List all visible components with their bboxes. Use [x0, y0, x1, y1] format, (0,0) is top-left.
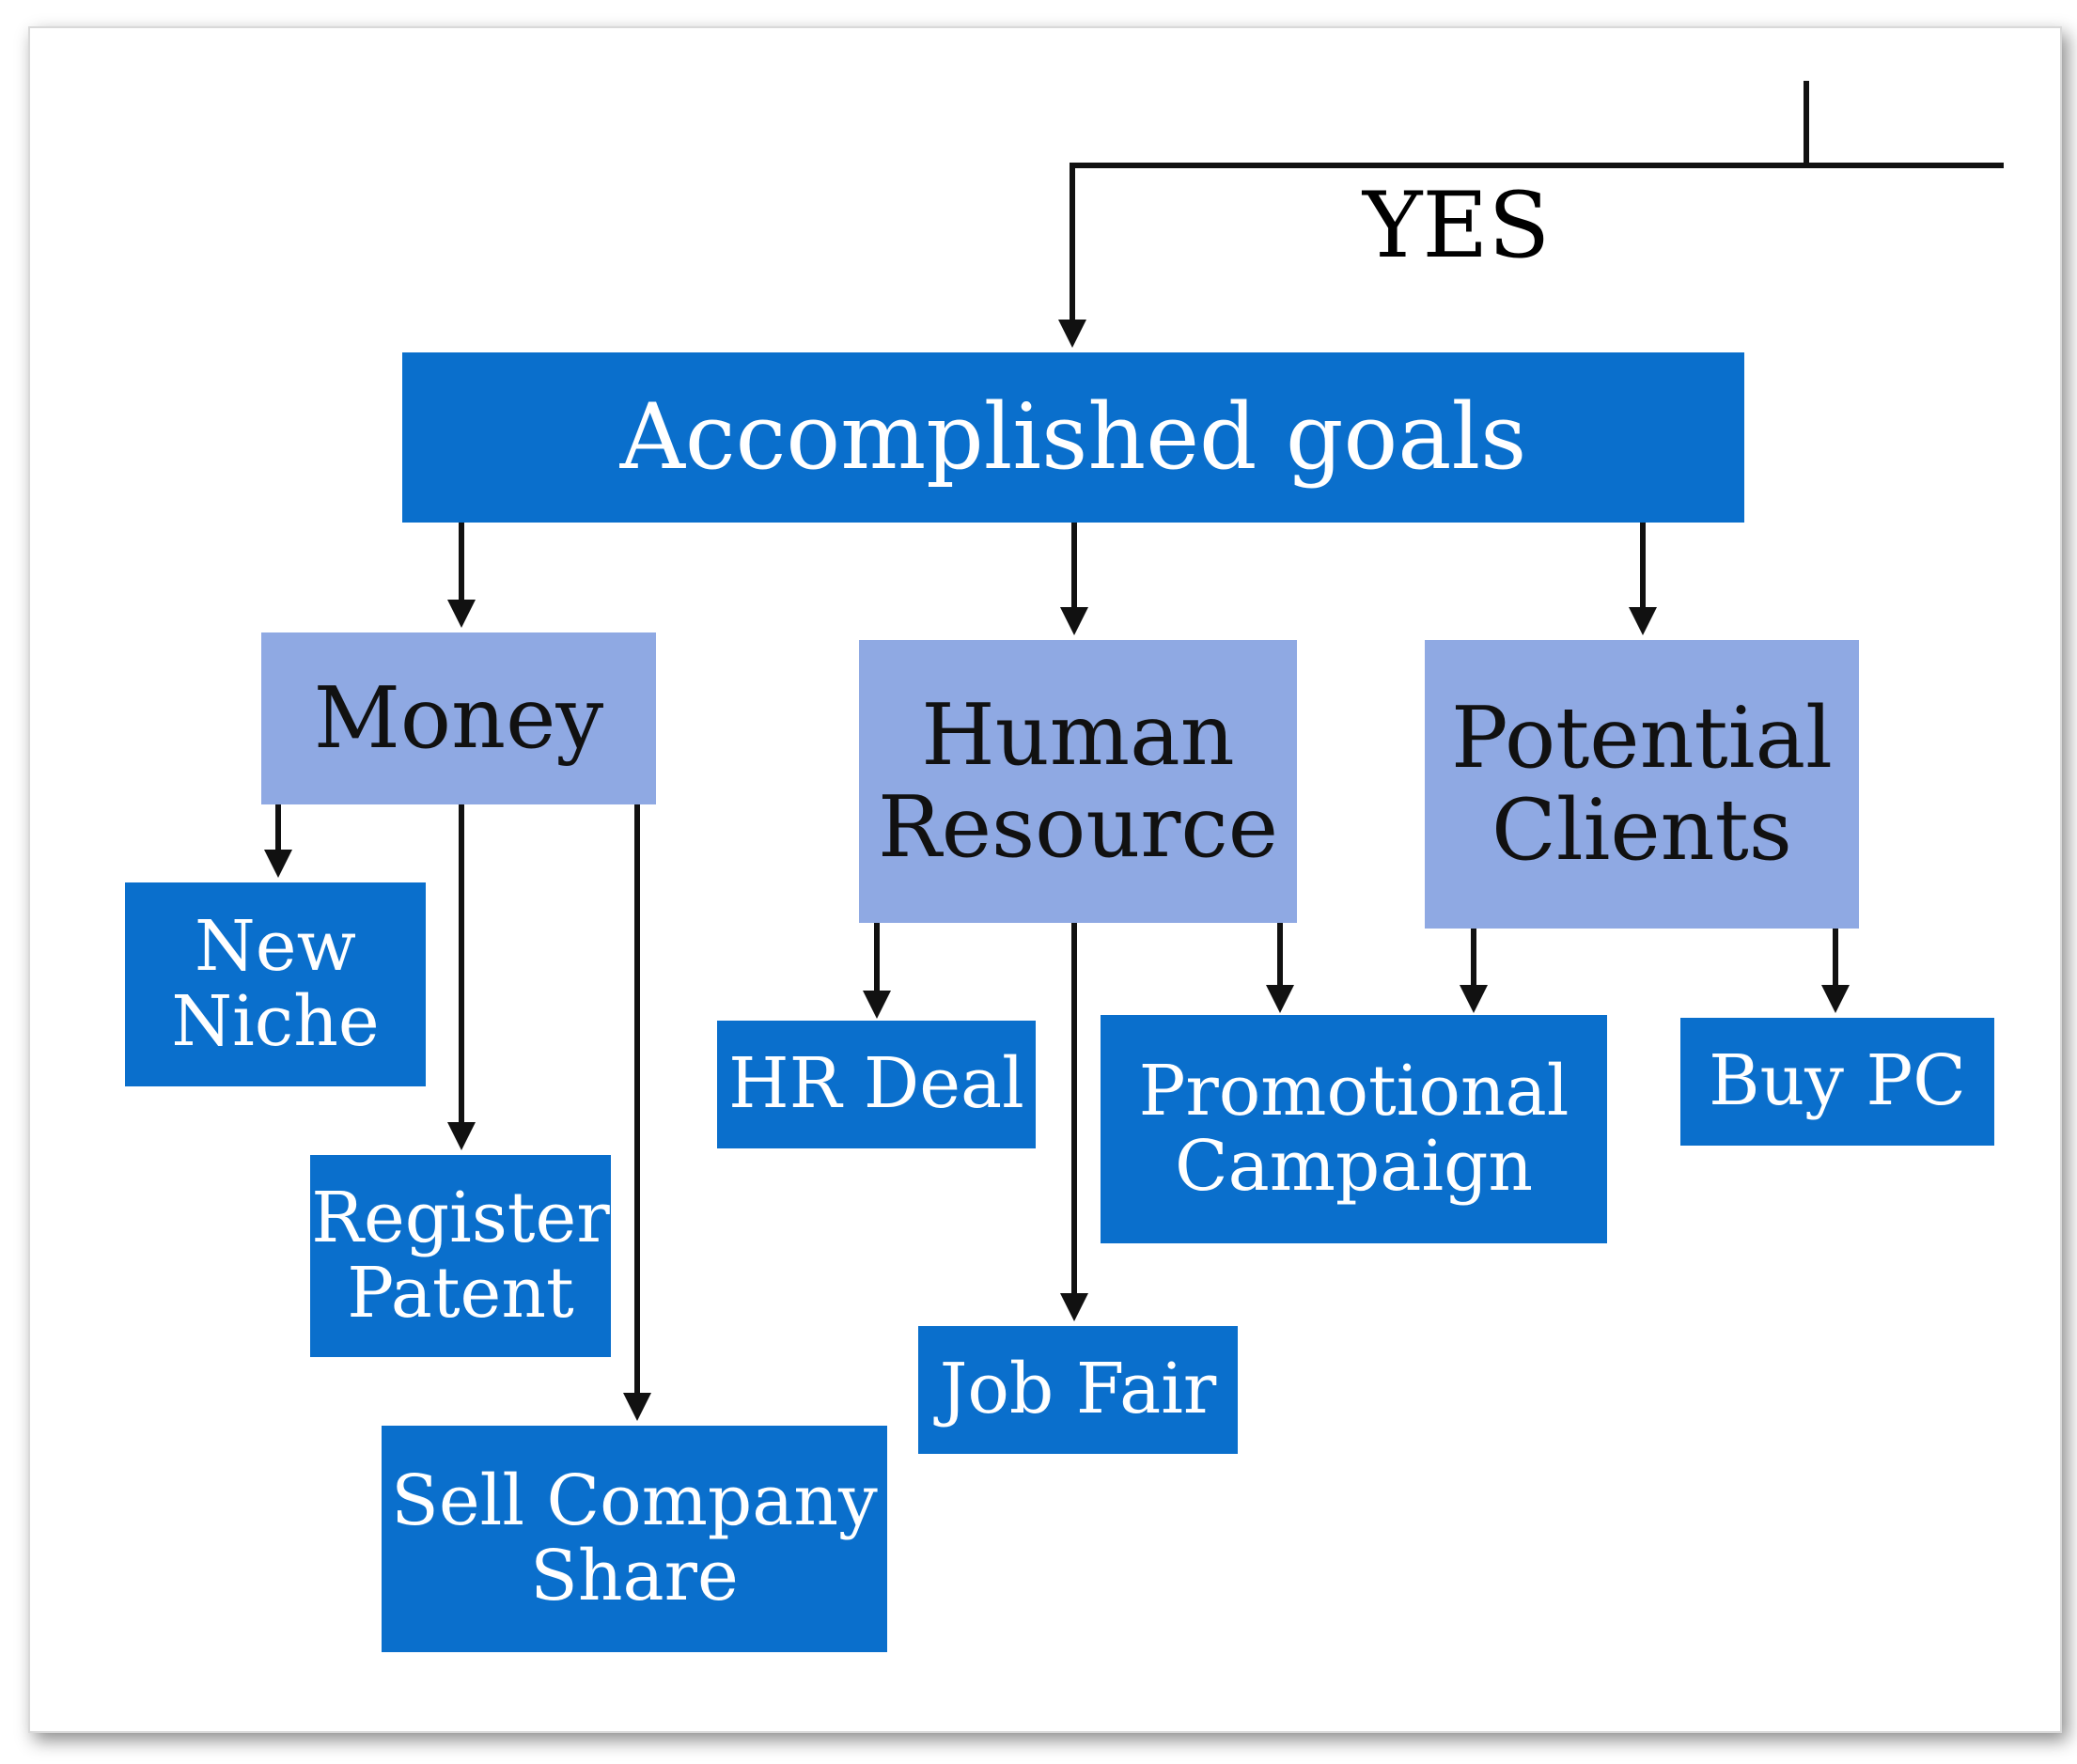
root-node-accomplished-goals: Accomplished goals	[402, 352, 1744, 523]
yes-label: YES	[1363, 173, 1551, 278]
hr-to-job-fair-arrowhead	[1060, 1293, 1088, 1321]
action-node-label: Job Fair	[939, 1349, 1217, 1430]
action-node-label: Promotional Campaign	[1138, 1050, 1569, 1207]
category-node-label: Money	[313, 668, 604, 768]
yes-arrowhead	[1058, 320, 1086, 348]
category-node-human-resource: Human Resource	[859, 640, 1297, 923]
money-to-new-niche-arrowhead	[264, 850, 292, 878]
action-node-sell-company-share: Sell Company Share	[382, 1426, 887, 1652]
root-to-money-arrowhead	[447, 600, 476, 628]
action-node-label: Sell Company Share	[391, 1460, 878, 1616]
root-node-label: Accomplished goals	[619, 383, 1527, 490]
category-node-money: Money	[261, 632, 656, 804]
category-node-label: Potential Clients	[1451, 689, 1833, 880]
action-node-buy-pc: Buy PC	[1680, 1018, 1994, 1146]
root-to-hr-arrowhead	[1060, 607, 1088, 635]
category-node-label: Human Resource	[877, 686, 1279, 877]
action-node-label: Register Patent	[311, 1177, 610, 1334]
action-node-new-niche: New Niche	[125, 882, 426, 1086]
money-to-sell-share-arrowhead	[623, 1393, 651, 1421]
action-node-job-fair: Job Fair	[918, 1326, 1238, 1454]
action-node-label: HR Deal	[728, 1043, 1024, 1125]
clients-to-buy-pc-arrowhead	[1821, 985, 1850, 1013]
money-to-register-patent-arrowhead	[447, 1122, 476, 1150]
action-node-label: New Niche	[171, 905, 380, 1062]
category-node-potential-clients: Potential Clients	[1425, 640, 1859, 929]
hr-to-hr-deal-arrowhead	[863, 991, 891, 1019]
action-node-register-patent: Register Patent	[310, 1155, 611, 1357]
action-node-promotional-campaign: Promotional Campaign	[1101, 1015, 1607, 1243]
action-node-hr-deal: HR Deal	[717, 1021, 1036, 1148]
root-to-clients-arrowhead	[1629, 607, 1657, 635]
hr-to-promo-arrowhead	[1266, 985, 1294, 1013]
action-node-label: Buy PC	[1709, 1040, 1966, 1122]
clients-to-promo-arrowhead	[1460, 985, 1488, 1013]
